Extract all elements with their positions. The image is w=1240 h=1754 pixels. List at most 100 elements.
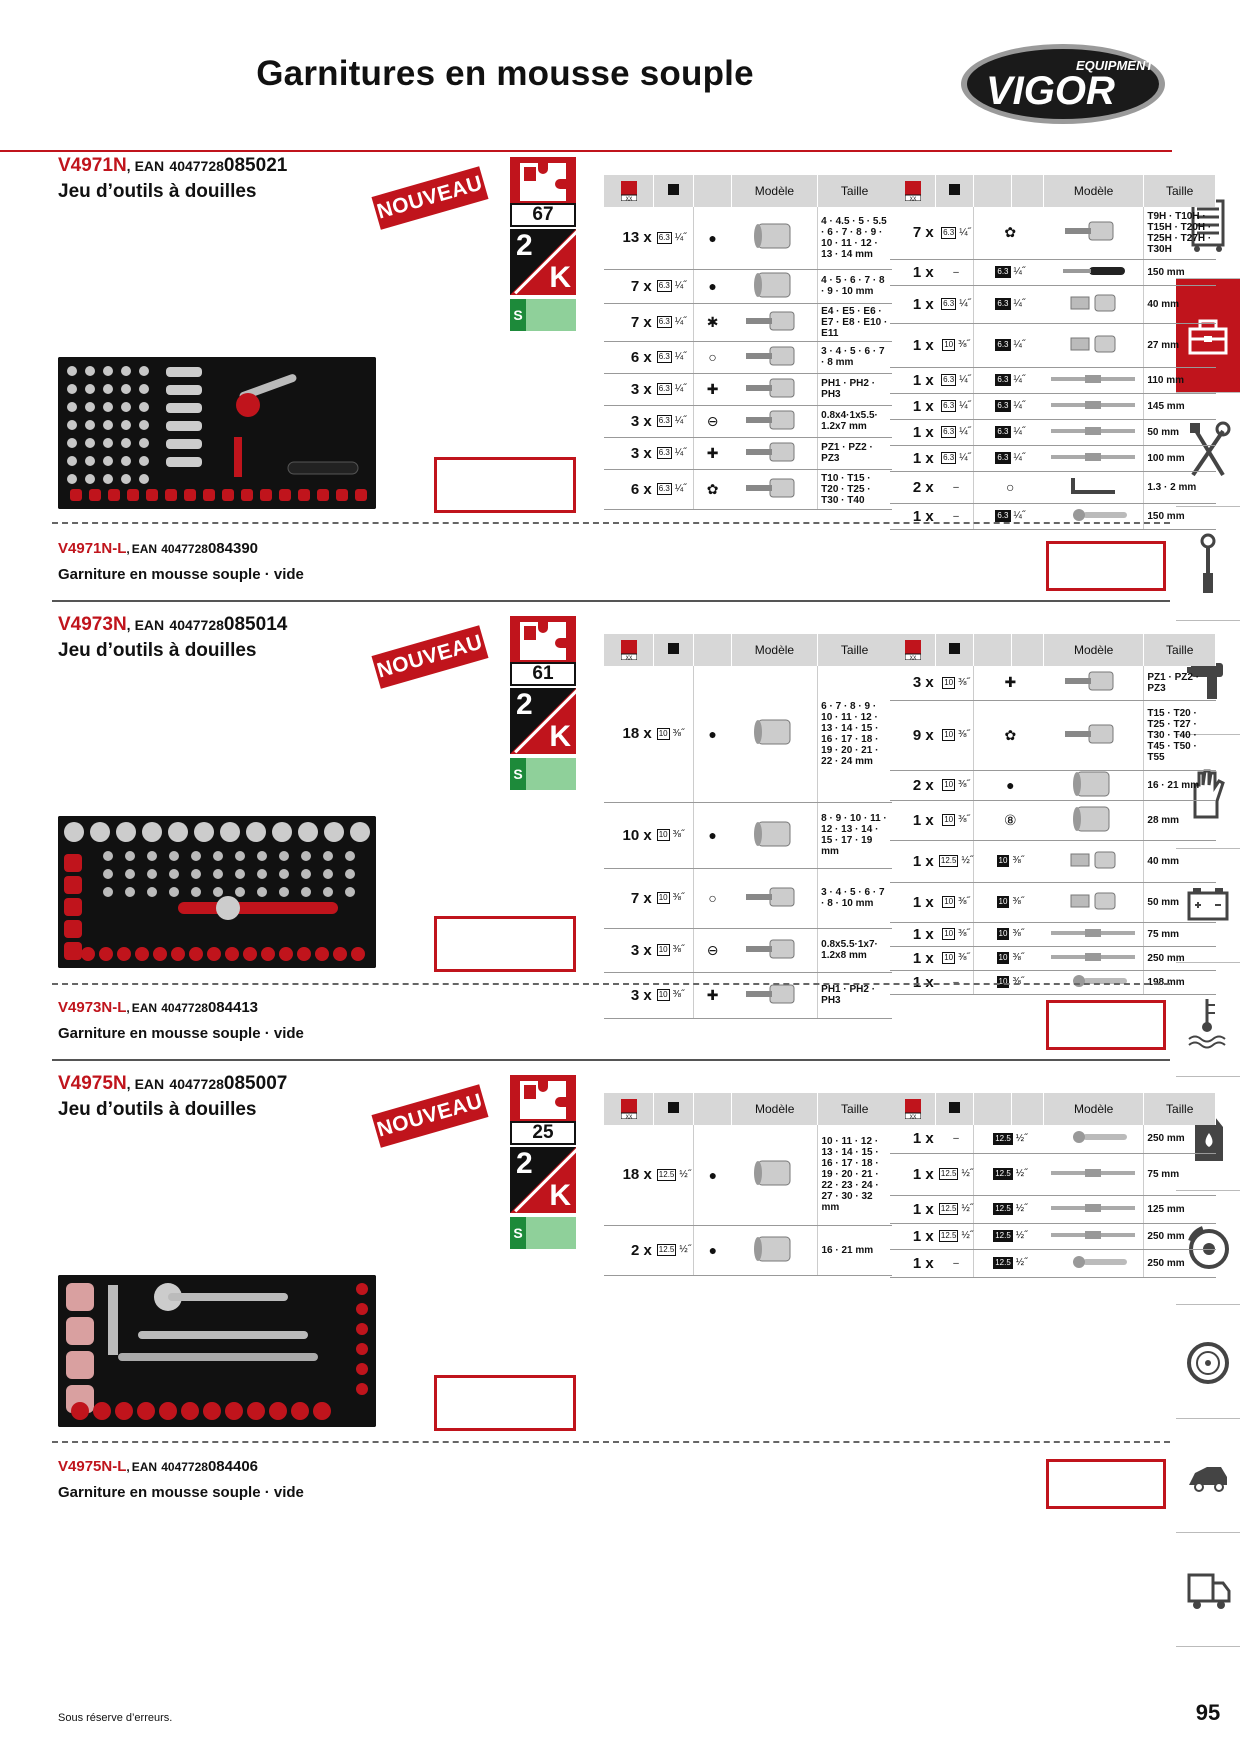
sidebar-item-truck[interactable] [1176,1533,1240,1647]
output-size: 12.5 [993,1168,1013,1180]
tool-image [754,223,791,249]
price-box[interactable] [434,1375,576,1431]
row-drive: – [935,471,974,504]
sidebar-item-coolant[interactable] [1176,963,1240,1077]
row-size: 50 mm [1143,419,1216,446]
row-size: 0.8x4·1x5.5· 1.2x7 mm [817,405,892,438]
section-divider [52,983,1170,985]
sidebar-item-car-body[interactable] [1176,1419,1240,1533]
row-size: 40 mm [1143,285,1216,324]
k-label: K [549,1179,571,1212]
sidebar-item-torque-tool[interactable] [1176,507,1240,621]
row-model [731,802,818,869]
brand-sub-text: EQUIPMENT [1076,58,1154,73]
torque-tool-icon [1200,533,1216,593]
foam-tray-image [58,1275,376,1427]
sidebar-item-wheel[interactable] [1176,1305,1240,1419]
tool-image [746,984,795,1003]
drive-frac: ¼˝ [674,383,687,394]
drive-size: 6.3 [656,280,672,292]
price-box[interactable] [434,457,576,513]
drive-size: 6.3 [656,316,672,328]
drive-frac: ¼˝ [674,415,687,426]
ean-label: EAN [131,542,158,556]
row-size: 250 mm [1143,946,1216,971]
row-size: 4 · 4.5 · 5 · 5.5 · 6 · 7 · 8 · 9 · 10 ·… [817,207,892,270]
drive-size: 10 [656,892,670,904]
row-quantity: 2 x [604,1225,654,1276]
drive-frac: ¼˝ [674,447,687,458]
tool-image [746,346,795,365]
drive-frac: ¼˝ [674,351,687,362]
output-frac: ¼˝ [1013,510,1026,521]
two-label: 2 [516,229,533,262]
col-model-header: Modèle [731,1093,819,1125]
col-quantity-header: XX [890,1093,937,1125]
drive-frac: ⅜˝ [958,676,970,688]
price-box[interactable] [1046,541,1166,591]
row-size: T9H · T10H · T15H · T20H · T25H · T27H ·… [1143,207,1216,260]
drive-size: 12.5 [656,1168,677,1181]
output-size: 10 [996,855,1010,867]
sku-comma: , [126,542,130,556]
ean-label: EAN [134,158,165,174]
drive-frac: ½˝ [679,1244,692,1255]
drive-size: 10 [656,727,670,740]
output-size: 6.3 [995,452,1011,464]
drive-frac: ¼˝ [674,316,687,327]
output-size: 12.5 [993,1230,1013,1242]
row-model [731,868,818,929]
empty-sku-code: V4973N-L [58,999,127,1016]
output-size: 6.3 [995,266,1011,278]
output-size: 6.3 [995,339,1011,351]
profile-symbol: ● [1006,777,1015,793]
row-model [1043,840,1144,883]
tool-image [1070,892,1116,909]
puzzle-xx-icon: XX [620,181,637,201]
tool-image [746,378,795,397]
price-box[interactable] [1046,1459,1166,1509]
row-model [731,1125,818,1226]
drive-frac: ¼˝ [959,226,971,238]
drive-frac: ⅜˝ [958,928,970,939]
drive-frac: ⅜˝ [958,339,970,350]
row-quantity: 1 x [890,503,936,530]
row-model [1043,419,1144,446]
tool-image [1073,1131,1128,1144]
price-box[interactable] [1046,1000,1166,1050]
tool-image [746,939,795,958]
col-symbol-header [693,1093,732,1125]
output-frac: ⅜˝ [1012,928,1025,939]
tool-image [1051,1203,1136,1212]
svg-text:XX: XX [625,1115,632,1120]
product-sku: V4975N,EAN 4047728085007 [58,1073,287,1095]
row-quantity: 1 x [890,285,936,324]
row-size: 250 mm [1143,1249,1216,1278]
section-rule [52,600,1170,602]
row-size: 0.8x5.5·1x7· 1.2x8 mm [817,928,892,973]
row-size: 27 mm [1143,323,1216,368]
tool-image [1051,400,1136,409]
price-box[interactable] [434,916,576,972]
drive-size: 6.3 [656,231,672,244]
row-size: 28 mm [1143,800,1216,841]
header-rule [0,150,1172,152]
drive-size: 10 [942,339,956,351]
